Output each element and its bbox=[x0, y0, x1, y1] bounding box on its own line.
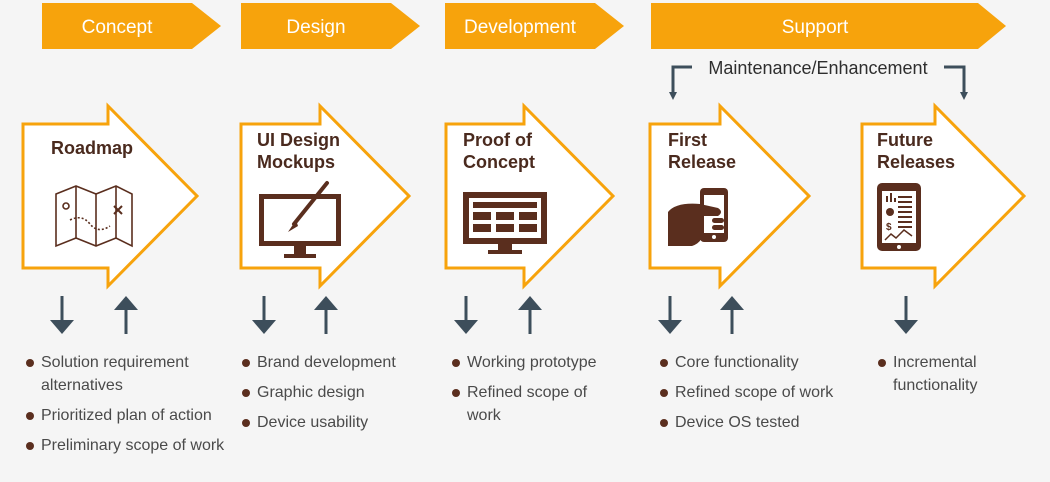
bullet-item: Solution requirement alternatives bbox=[25, 351, 230, 397]
stage-title: Release bbox=[668, 152, 736, 172]
bullet-item: Core functionality bbox=[659, 351, 854, 374]
design-monitor-brush-icon bbox=[259, 181, 341, 258]
prototype-monitor-icon bbox=[463, 192, 547, 254]
phase-label: Development bbox=[464, 17, 577, 38]
tablet-report-icon: $ bbox=[877, 183, 921, 251]
phase-banner-design: Design bbox=[241, 3, 420, 49]
stage-title: Releases bbox=[877, 152, 955, 172]
stage-title: Concept bbox=[463, 152, 535, 172]
down-arrow-head bbox=[658, 320, 682, 334]
bullet-item: Device usability bbox=[241, 411, 431, 434]
bullet-item: Graphic design bbox=[241, 381, 431, 404]
svg-text:$: $ bbox=[886, 222, 892, 233]
bullet-item: Prioritized plan of action bbox=[25, 404, 230, 427]
stage-title: Proof of bbox=[463, 130, 533, 150]
bullet-item: Preliminary scope of work bbox=[25, 434, 230, 457]
bullet-item: Brand development bbox=[241, 351, 431, 374]
stage-title: UI Design bbox=[257, 130, 340, 150]
phase-label: Support bbox=[782, 17, 849, 38]
maintenance-label: Maintenance/Enhancement bbox=[708, 58, 927, 78]
flow-arrows bbox=[50, 296, 918, 334]
stage-title: Future bbox=[877, 130, 933, 150]
up-arrow-head bbox=[114, 296, 138, 310]
phase-label: Design bbox=[286, 17, 345, 38]
phase-banner-development: Development bbox=[445, 3, 624, 49]
up-arrow-head bbox=[314, 296, 338, 310]
phase-banner-support: Support bbox=[651, 3, 1006, 49]
roadmap-map-icon bbox=[55, 185, 133, 248]
bullet-item: Device OS tested bbox=[659, 411, 854, 434]
down-arrow-head bbox=[50, 320, 74, 334]
stage-title: Roadmap bbox=[51, 138, 133, 158]
stage-roadmap: Roadmap bbox=[21, 102, 200, 290]
up-arrow-head bbox=[518, 296, 542, 310]
up-arrow-head bbox=[720, 296, 744, 310]
bullet-item: Refined scope of work bbox=[659, 381, 854, 404]
stage-arrow-outline bbox=[21, 102, 200, 290]
down-arrow-head bbox=[454, 320, 478, 334]
phase-banner-concept: Concept bbox=[42, 3, 221, 49]
stage-title: First bbox=[668, 130, 707, 150]
down-arrow-head bbox=[252, 320, 276, 334]
loop-arrow-left bbox=[669, 65, 692, 100]
stage-ui-design-mockups: UI Design Mockups bbox=[239, 102, 412, 290]
loop-arrow-right bbox=[944, 65, 968, 100]
stage-bullet-list: Incremental functionality bbox=[877, 351, 987, 404]
down-arrow-head bbox=[894, 320, 918, 334]
stage-first-release: First Release bbox=[648, 102, 812, 290]
stage-proof-of-concept: Proof of Concept bbox=[444, 102, 616, 290]
maintenance-loop: Maintenance/Enhancement bbox=[669, 58, 968, 100]
bullet-item: Working prototype bbox=[451, 351, 601, 374]
stage-future-releases: Future Releases $ bbox=[860, 102, 1027, 290]
hand-smartphone-icon bbox=[668, 188, 728, 246]
phase-label: Concept bbox=[82, 17, 153, 38]
bullet-item: Incremental functionality bbox=[877, 351, 987, 397]
bullet-item: Refined scope of work bbox=[451, 381, 601, 427]
stage-title: Mockups bbox=[257, 152, 335, 172]
